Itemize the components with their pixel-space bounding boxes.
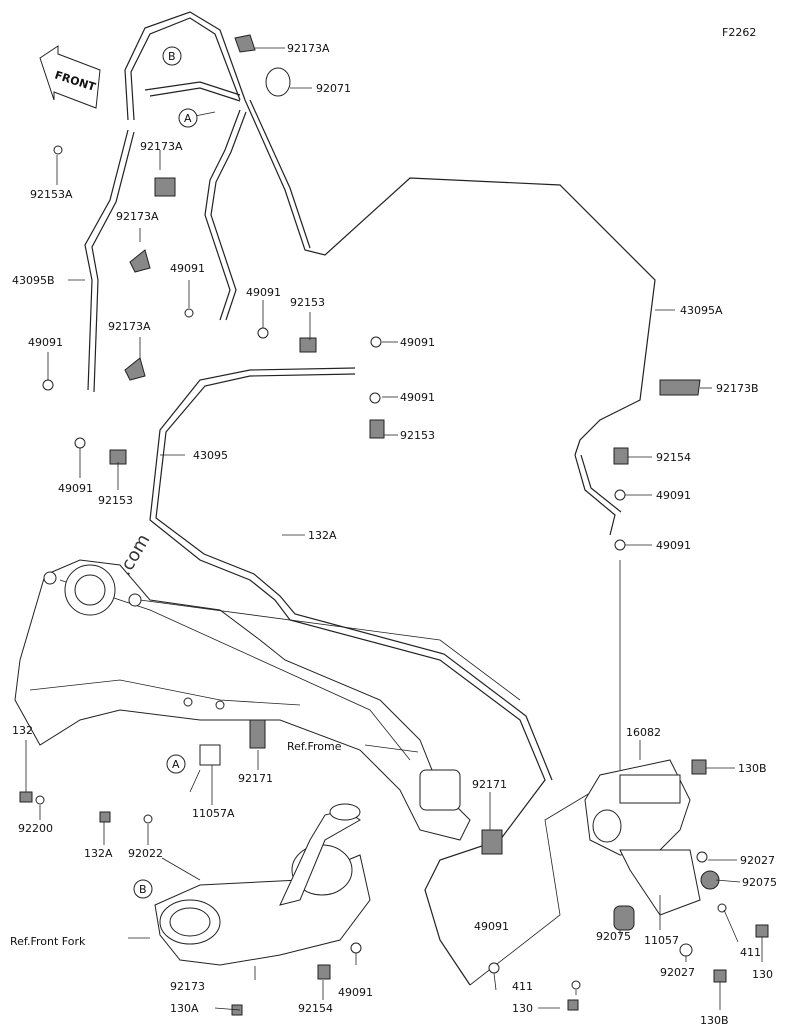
part-label: 49091 [474,920,509,933]
figure-code: F2262 [722,26,756,39]
svg-text:B: B [139,883,147,896]
part-labels: 92173A 92071 92153A 92173A 92173A 43095B… [12,42,777,1027]
part-label: 92027 [740,854,775,867]
part-label: 92171 [238,772,273,785]
part-label: 92022 [128,847,163,860]
part-label: 49091 [656,539,691,552]
part-label: 49091 [656,489,691,502]
part-label: 92153 [98,494,133,507]
brake-lines [84,11,656,986]
part-label: 92153 [400,429,435,442]
part-label: 132 [12,724,33,737]
callout-b-lower: B [133,879,153,899]
part-label: 11057A [192,807,235,820]
front-arrow-icon: FRONT [39,45,101,109]
part-label: 49091 [338,986,373,999]
part-label: 49091 [28,336,63,349]
part-label: 92075 [742,876,777,889]
part-label: 92153A [30,188,73,201]
hose-43095b [84,129,129,391]
part-label: 49091 [246,286,281,299]
callout-a-upper: A [178,108,198,128]
part-label: 49091 [58,482,93,495]
callout-b-upper: B [162,46,182,66]
part-label: 132A [308,529,337,542]
part-label: 92173A [140,140,183,153]
part-label: 92154 [298,1002,333,1015]
part-label: 92173A [287,42,330,55]
part-label: 92153 [290,296,325,309]
callout-a-lower: A [166,754,186,774]
part-label: 49091 [400,391,435,404]
part-label: 49091 [170,262,205,275]
abs-unit [584,759,720,931]
part-label: 92173 [170,980,205,993]
part-label: 43095B [12,274,55,287]
part-label: 130 [512,1002,533,1015]
hose-middle [204,109,241,321]
part-label: 43095 [193,449,228,462]
frame-illustration [14,559,521,841]
ref-frame: Ref.Frome [287,740,342,753]
ref-front-fork: Ref.Front Fork [10,935,86,948]
part-label: 92154 [656,451,691,464]
part-label: 92173A [116,210,159,223]
svg-text:A: A [172,758,180,771]
part-label: 49091 [400,336,435,349]
part-label: 92075 [596,930,631,943]
part-label: 92027 [660,966,695,979]
part-label: 130B [700,1014,729,1027]
hose-upper-loop [124,11,246,121]
part-label: 11057 [644,934,679,947]
svg-text:B: B [168,50,176,63]
brake-line-43095a [244,99,656,456]
part-label: 92171 [472,778,507,791]
part-label: 92200 [18,822,53,835]
part-label: 16082 [626,726,661,739]
fittings [19,34,769,1016]
leader-lines [25,47,763,1011]
part-label: 43095A [680,304,723,317]
part-label: 92173B [716,382,759,395]
part-label: 130B [738,762,767,775]
part-label: 130 [752,968,773,981]
part-label: 130A [170,1002,199,1015]
svg-text:A: A [184,112,192,125]
part-label: 92173A [108,320,151,333]
part-label: 92071 [316,82,351,95]
part-label: 411 [740,946,761,959]
part-label: 411 [512,980,533,993]
part-label: 132A [84,847,113,860]
front-fork-bracket [154,803,371,966]
